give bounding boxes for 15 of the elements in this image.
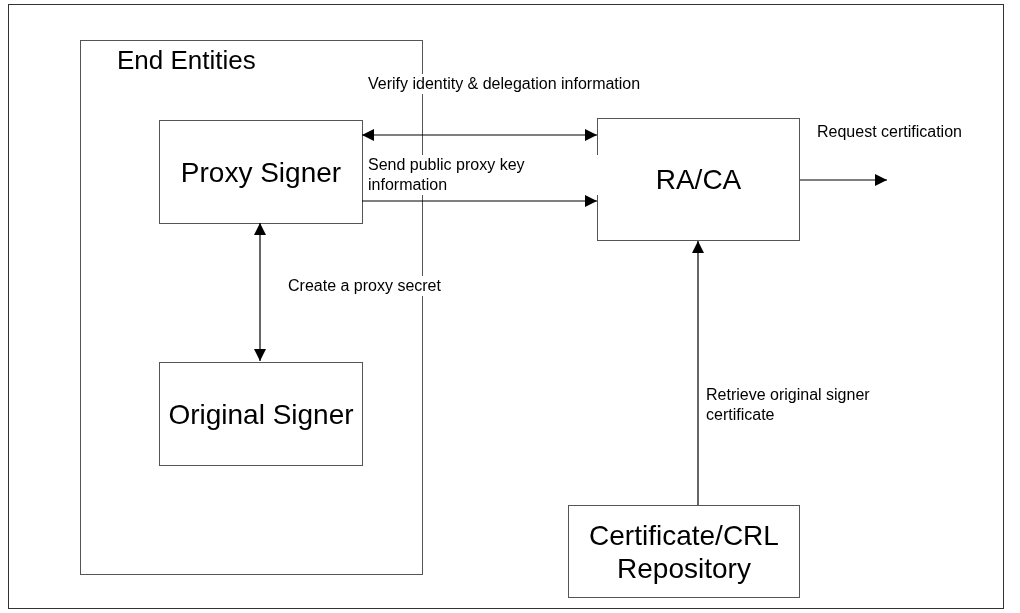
box-label: Original Signer: [167, 397, 355, 431]
arrow: [692, 240, 704, 506]
box-label: RA/CA: [654, 163, 743, 196]
box-label: Certificate/CRL Repository: [588, 518, 780, 585]
arrow: [799, 174, 888, 186]
process-box: [568, 505, 800, 598]
box-label: Proxy Signer: [179, 155, 343, 189]
arrow: [361, 195, 598, 207]
process-box: [159, 362, 363, 466]
arrow: [254, 222, 266, 362]
group-title: End Entities: [117, 44, 256, 77]
edge-label: Send public proxy key information: [368, 155, 600, 195]
arrow: [361, 129, 598, 141]
process-box: [597, 118, 800, 241]
process-box: [159, 120, 363, 224]
